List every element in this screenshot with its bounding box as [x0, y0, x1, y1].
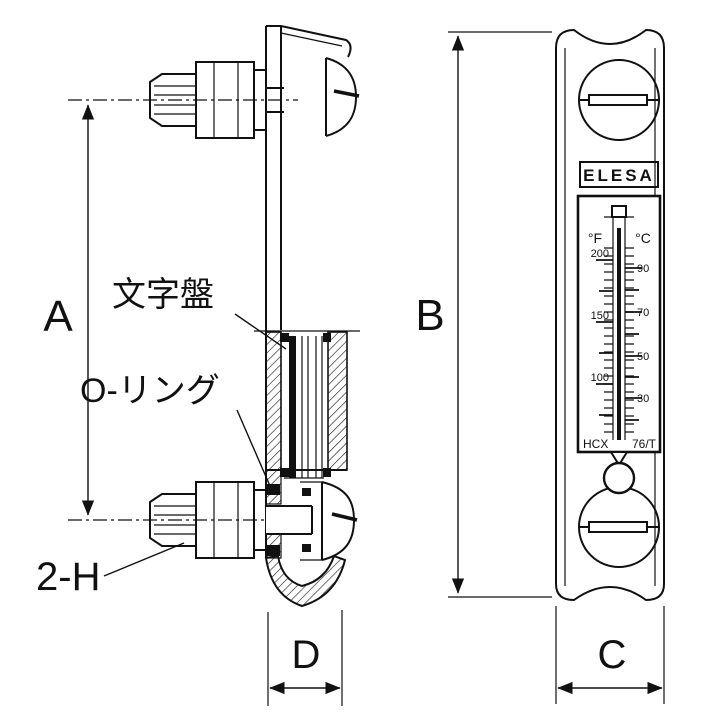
top-screw-slot: [588, 94, 648, 106]
o-ring-marks: [266, 484, 311, 556]
celsius-label: °C: [635, 230, 651, 246]
top-dome-slot: [333, 89, 360, 98]
dim-b-label: B: [415, 291, 444, 340]
side-section-view: [68, 25, 360, 608]
f-scale-200: 200: [591, 248, 609, 260]
bottom-screw-slot: [588, 521, 648, 533]
indicator-body-section: [254, 25, 360, 608]
callout-o-ring: O-リング: [80, 372, 220, 410]
dimension-c: C: [555, 606, 665, 704]
callout-dial-plate-group: 文字盤: [112, 276, 287, 350]
callout-holes-group: 2-H: [36, 542, 185, 599]
bottom-dome-slot: [331, 512, 358, 522]
brand-label: ELESA: [583, 166, 655, 185]
c-scale-50: 50: [637, 351, 649, 363]
tube-cap: [611, 205, 627, 218]
dial-plate-section: [289, 336, 296, 478]
dim-d-label: D: [292, 633, 321, 677]
right-wall-hatch: [327, 331, 348, 471]
c-scale-90: 90: [637, 263, 649, 275]
front-view: ELESA °F °C 200 150 100 90 70 50: [555, 28, 665, 602]
model-left-label: HCX: [583, 437, 608, 451]
top-mounting-bolt: [149, 61, 284, 139]
f-scale-150: 150: [591, 310, 609, 322]
c-scale-major-ticks: [625, 267, 642, 421]
brand-plate: ELESA: [579, 161, 659, 188]
c-scale-30: 30: [637, 393, 649, 405]
f-scale-100: 100: [591, 372, 609, 384]
bottom-screw: [578, 486, 660, 568]
dimension-b: B: [415, 31, 552, 598]
callout-dial-plate: 文字盤: [112, 276, 214, 314]
model-right-label: 76/T: [632, 437, 657, 451]
dim-a-label: A: [43, 292, 73, 341]
bottom-mounting-bolt: [149, 481, 313, 559]
c-scale-70: 70: [637, 307, 649, 319]
left-wall-hatch: [265, 331, 282, 471]
fahrenheit-label: °F: [588, 230, 602, 246]
f-scale-major-ticks: [596, 259, 613, 416]
thermometer-bulb: [602, 451, 636, 495]
bottom-foot-hatch: [264, 554, 347, 608]
f-scale-minor-ticks: [604, 247, 613, 433]
dimension-a: A: [43, 104, 95, 516]
top-screw: [578, 59, 660, 141]
callout-o-ring-group: O-リング: [80, 372, 271, 487]
thermometer: °F °C 200 150 100 90 70 50 30 HCX 76/T: [576, 194, 662, 454]
callout-holes: 2-H: [36, 555, 100, 599]
front-body-outline: [555, 28, 665, 602]
dim-c-label: C: [598, 633, 627, 677]
dimension-d: D: [267, 610, 343, 706]
